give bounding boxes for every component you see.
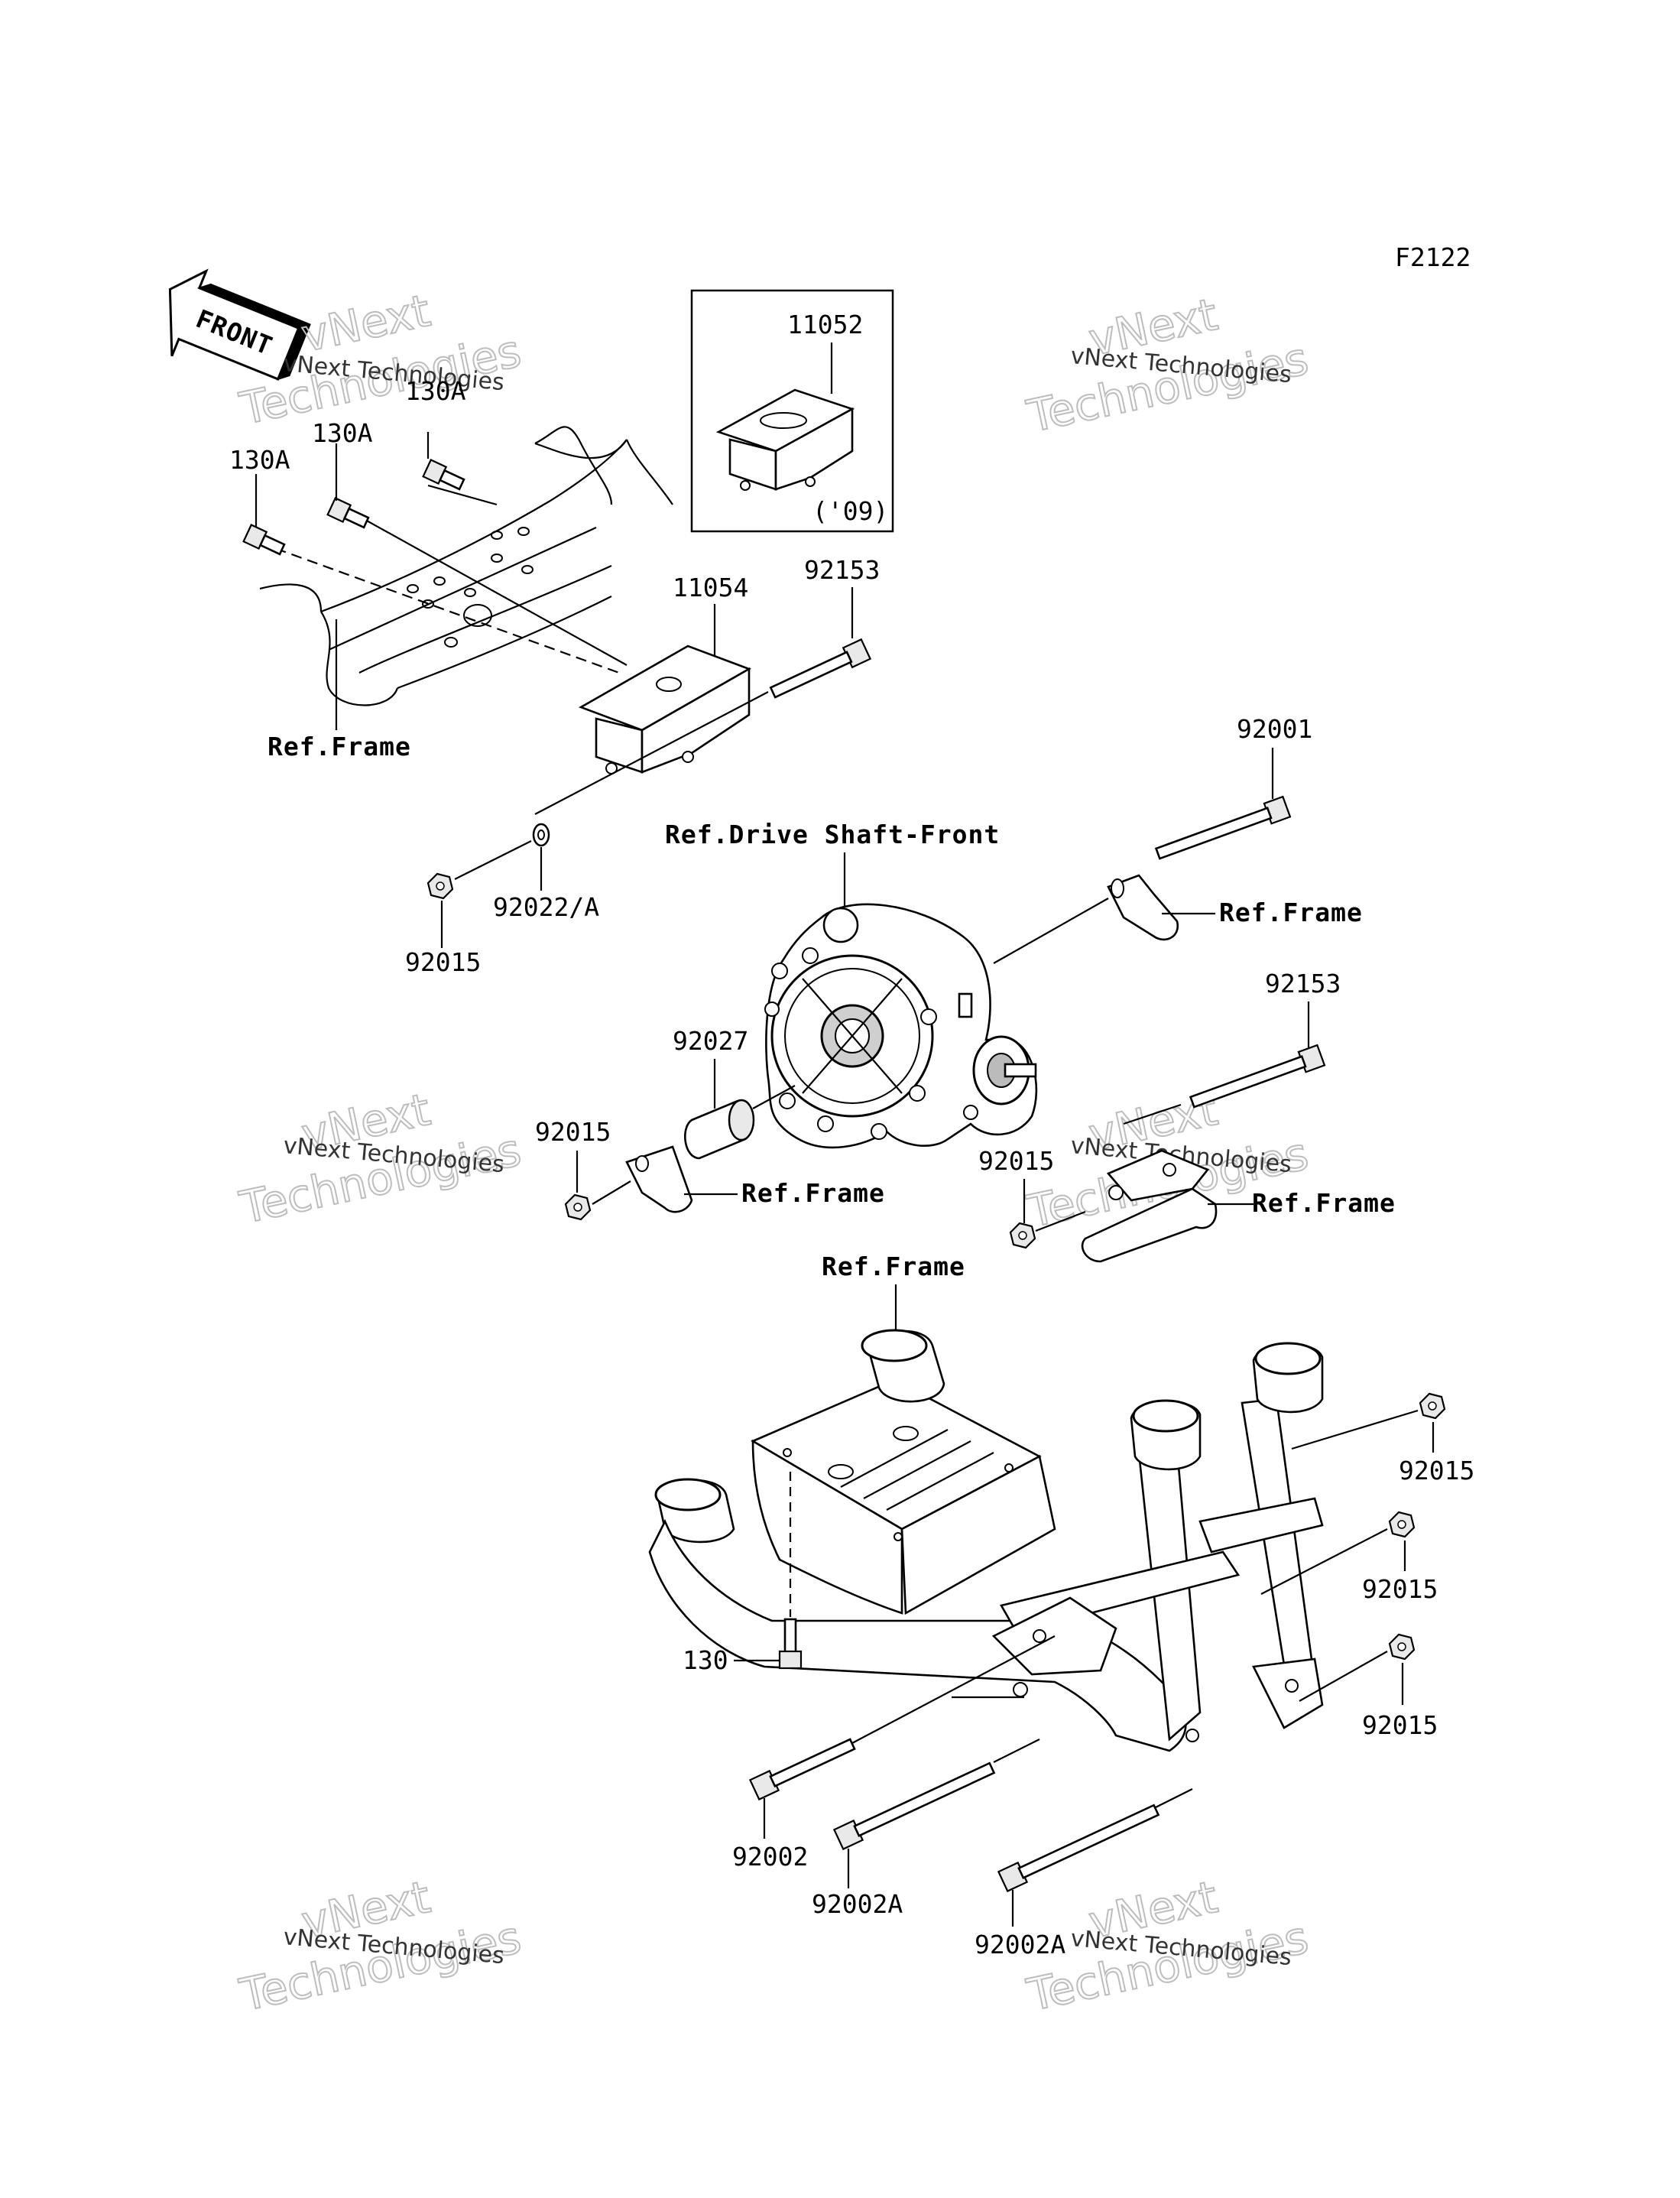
label-09: ('09) bbox=[812, 496, 888, 526]
nut-92015-d bbox=[1419, 1392, 1446, 1420]
frame-tab-left-lower bbox=[625, 1145, 693, 1213]
bolt-92153-mid bbox=[1189, 1044, 1326, 1109]
nut-92015-a bbox=[426, 872, 454, 900]
bolt-130a-mid bbox=[326, 497, 370, 529]
bolt-130a-left bbox=[242, 524, 286, 556]
bracket-11052 bbox=[715, 388, 855, 491]
bolt-92002a-a bbox=[832, 1761, 996, 1851]
label-92153-mid: 92153 bbox=[1265, 969, 1341, 998]
label-ref-frame-2: Ref.Frame bbox=[1219, 898, 1363, 927]
diagram-id: F2122 bbox=[1395, 242, 1471, 272]
label-ref-frame-5: Ref.Frame bbox=[822, 1252, 965, 1281]
label-130a-mid: 130A bbox=[312, 418, 373, 448]
watermark-bottom-right: Technologies vNext vNext Technologies bbox=[1022, 1870, 1314, 2022]
label-92015-c: 92015 bbox=[978, 1146, 1054, 1176]
frame-holes bbox=[407, 527, 534, 648]
frame-section-upper bbox=[259, 426, 673, 730]
label-ref-frame-1: Ref.Frame bbox=[268, 732, 411, 761]
bracket-11054 bbox=[578, 644, 752, 774]
nut-92015-c bbox=[1009, 1222, 1036, 1249]
label-92022a: 92022/A bbox=[493, 892, 599, 922]
washer-92022a bbox=[532, 823, 550, 847]
label-92015-a: 92015 bbox=[405, 947, 481, 977]
label-ref-frame-3: Ref.Frame bbox=[741, 1178, 885, 1208]
label-ref-frame-4: Ref.Frame bbox=[1252, 1188, 1396, 1218]
spacer-92027 bbox=[684, 1099, 755, 1160]
label-92002a-b: 92002A bbox=[975, 1930, 1065, 1959]
label-130: 130 bbox=[683, 1645, 728, 1675]
label-92015-b: 92015 bbox=[535, 1117, 611, 1147]
nut-92015-e bbox=[1388, 1511, 1416, 1538]
frame-tab-right-upper bbox=[1107, 874, 1179, 941]
bolt-92153-top bbox=[769, 638, 872, 699]
bolt-130a-top bbox=[422, 459, 465, 491]
nut-92015-f bbox=[1388, 1633, 1416, 1661]
label-92002: 92002 bbox=[732, 1842, 808, 1872]
label-92153-top: 92153 bbox=[804, 555, 880, 585]
frame-tab-right-lower bbox=[1081, 1149, 1218, 1263]
nut-92015-b bbox=[564, 1193, 592, 1221]
watermark-top-right: Technologies vNext vNext Technologies bbox=[1022, 287, 1314, 443]
label-130a-top: 130A bbox=[405, 376, 466, 406]
label-92002a-a: 92002A bbox=[812, 1889, 903, 1919]
lower-frame bbox=[648, 1329, 1324, 1752]
label-92015-f: 92015 bbox=[1362, 1710, 1438, 1740]
label-92015-e: 92015 bbox=[1362, 1574, 1438, 1604]
watermark-mid-left: Technologies vNext vNext Technologies bbox=[235, 1083, 527, 1235]
differential-housing bbox=[764, 903, 1038, 1149]
label-11052: 11052 bbox=[787, 310, 863, 339]
watermark-bottom-left: Technologies vNext vNext Technologies bbox=[235, 1870, 527, 2022]
label-92027: 92027 bbox=[673, 1026, 748, 1056]
label-130a-left: 130A bbox=[229, 445, 290, 475]
bolt-92001 bbox=[1154, 795, 1292, 860]
bolt-92002 bbox=[748, 1738, 856, 1801]
label-92015-d: 92015 bbox=[1399, 1456, 1474, 1485]
bolt-92002a-b bbox=[997, 1804, 1160, 1893]
label-11054: 11054 bbox=[673, 573, 748, 602]
label-92001: 92001 bbox=[1237, 714, 1312, 744]
label-ref-drive-shaft: Ref.Drive Shaft-Front bbox=[665, 820, 1000, 849]
inset-box bbox=[690, 289, 894, 533]
